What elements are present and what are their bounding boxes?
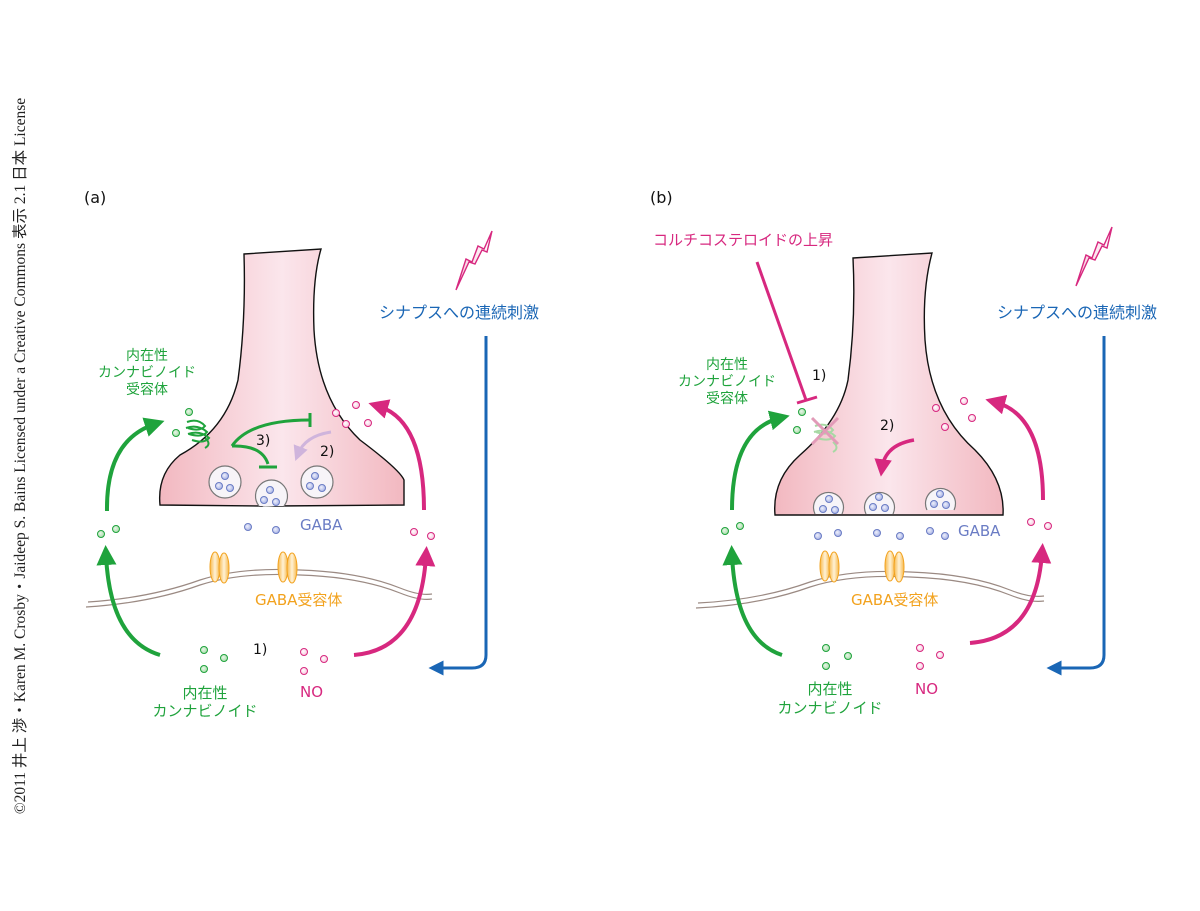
gaba-receptor-icon xyxy=(277,551,298,584)
no-molecules-mid-a xyxy=(410,528,435,540)
ecb-arrow-lower-a xyxy=(96,545,161,657)
ecb-molecules-source-a xyxy=(200,646,228,673)
ecb-arrow-upper-b xyxy=(730,410,790,511)
vesicle-docked xyxy=(863,491,896,515)
ecb-receptor-label-b-3: 受容体 xyxy=(706,390,748,407)
corticosteroid-inhibition-line xyxy=(755,261,808,401)
vesicle xyxy=(254,479,289,507)
ecb-molecules-mid-b xyxy=(721,522,744,535)
ecb-receptor-label-b-2: カンナビノイド xyxy=(678,374,776,390)
ecb-label-b-2: カンナビノイド xyxy=(777,699,882,717)
vesicle-docked xyxy=(924,487,957,511)
inhibition-arc-3-upper xyxy=(230,418,311,447)
ecb-label-b-1: 内在性 xyxy=(807,680,852,698)
no-molecules-near-terminal-b xyxy=(932,397,976,431)
gaba-molecules-b xyxy=(814,527,949,540)
gaba-receptor-label-a: GABA受容体 xyxy=(255,591,342,609)
step-1-label-a: 1) xyxy=(253,642,267,658)
step-2-arrow-a xyxy=(293,430,332,461)
step-2-label-b: 2) xyxy=(880,418,894,434)
gaba-molecules-a xyxy=(244,523,280,534)
no-arrow-lower-a xyxy=(353,546,436,657)
vesicle xyxy=(208,465,242,499)
ecb-arrow-upper-a xyxy=(104,417,165,512)
ecb-receptor-label-a-2: カンナビノイド xyxy=(98,365,196,381)
gaba-label-b: GABA xyxy=(958,522,1001,540)
stimulus-label-b: シナプスへの連続刺激 xyxy=(997,303,1157,322)
panel-b: (b) コルチコステロイドの上昇 1) シナプスへの連続刺激 xyxy=(650,188,1157,717)
stimulus-arrow-a xyxy=(428,336,488,676)
panel-b-label: (b) xyxy=(650,188,673,207)
ecb-molecules-near-receptor-a xyxy=(172,408,193,437)
postsynaptic-membrane-inner-b xyxy=(695,575,1045,609)
presynaptic-terminal-a xyxy=(158,248,405,507)
no-molecules-source-a xyxy=(300,648,328,675)
inhibition-bar xyxy=(796,395,818,405)
cb1-receptor-icon xyxy=(185,419,211,449)
no-arrow-lower-b xyxy=(969,543,1052,645)
step-2-label-a: 2) xyxy=(320,444,334,460)
ecb-arrow-lower-b xyxy=(722,545,783,657)
panel-a: (a) シナプスへの連続刺激 xyxy=(84,188,539,720)
step-2-arrow-b xyxy=(874,438,915,477)
ecb-label-a-1: 内在性 xyxy=(182,684,227,702)
ecb-label-a-2: カンナビノイド xyxy=(152,702,257,720)
ecb-molecules-source-b xyxy=(822,644,852,670)
gaba-receptor-label-b: GABA受容体 xyxy=(851,591,938,609)
gaba-receptor-icon xyxy=(884,550,905,583)
step-1-label-b: 1) xyxy=(812,368,826,384)
no-molecules-near-terminal-a xyxy=(332,401,372,428)
gaba-receptor-icon xyxy=(209,551,230,584)
ecb-receptor-label-a-3: 受容体 xyxy=(126,381,168,398)
no-label-b: NO xyxy=(915,680,938,698)
no-label-a: NO xyxy=(300,683,323,701)
vesicle xyxy=(300,465,334,499)
presynaptic-terminal-b xyxy=(774,252,1004,516)
ecb-receptor-label-b-1: 内在性 xyxy=(706,357,748,373)
corticosteroid-label: コルチコステロイドの上昇 xyxy=(653,231,833,249)
lightning-bolt-icon xyxy=(455,230,493,291)
blocked-x-icon xyxy=(810,416,840,446)
no-molecules-source-b xyxy=(916,644,944,670)
no-arrow-upper-b xyxy=(985,394,1045,501)
ecb-receptor-label-a-1: 内在性 xyxy=(126,348,168,364)
postsynaptic-membrane-b xyxy=(697,570,1045,604)
no-arrow-upper-a xyxy=(368,399,426,511)
step-3-label-a: 3) xyxy=(256,433,270,449)
no-molecules-mid-b xyxy=(1027,518,1052,530)
stimulus-label-a: シナプスへの連続刺激 xyxy=(379,303,539,322)
gaba-label-a: GABA xyxy=(300,516,343,534)
inhibition-arc-3-lower xyxy=(231,444,270,465)
ecb-molecules-near-receptor-b xyxy=(793,408,806,434)
ecb-molecules-mid-a xyxy=(97,525,120,538)
stimulus-arrow-b xyxy=(1046,336,1106,676)
gaba-receptor-icon xyxy=(819,550,840,583)
panel-a-label: (a) xyxy=(84,188,106,207)
lightning-bolt-icon xyxy=(1075,226,1113,287)
vesicle-docked xyxy=(812,491,845,515)
